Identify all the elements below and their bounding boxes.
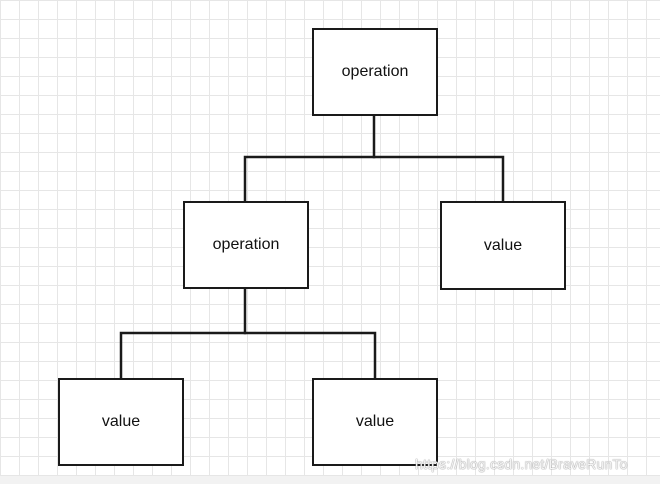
node-right-value: value: [440, 201, 566, 290]
edge-left-op-to-leaf-left: [119, 287, 247, 380]
node-label: value: [101, 413, 141, 430]
watermark-text: https://blog.csdn.net/BraveRunTo: [415, 456, 628, 472]
edge-left-op-to-leaf-right: [243, 331, 377, 380]
edge-root-to-left-op: [243, 114, 376, 203]
node-label: operation: [212, 236, 280, 253]
node-leaf-left-value: value: [58, 378, 184, 466]
node-label: operation: [341, 63, 409, 80]
edge-root-to-right-value: [372, 155, 505, 203]
node-label: value: [355, 413, 395, 430]
node-root-operation: operation: [312, 28, 438, 116]
node-label: value: [483, 236, 523, 254]
node-leaf-right-value: value: [312, 378, 438, 466]
bottom-strip: [0, 476, 660, 484]
node-left-operation: operation: [183, 201, 309, 289]
